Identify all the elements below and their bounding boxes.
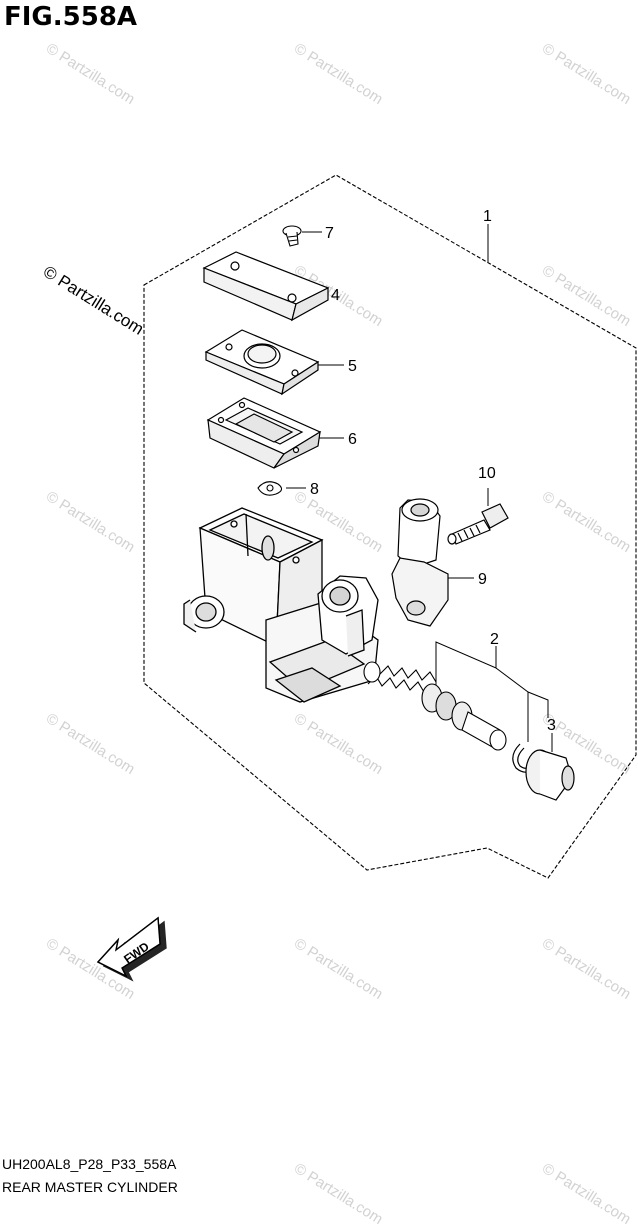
figure-title: FIG.558A xyxy=(4,2,138,32)
boot-part-3 xyxy=(525,749,575,801)
assembly-boundary xyxy=(143,174,637,879)
joint-part-9 xyxy=(391,498,449,627)
callout-1: 1 xyxy=(483,208,492,225)
diaphragm-plate-part-5 xyxy=(204,329,320,396)
callout-4: 4 xyxy=(331,287,340,304)
clip-part-8 xyxy=(257,481,283,496)
parts-diagram: FWD 1 2 3 4 5 6 7 8 9 10 xyxy=(96,174,637,982)
callout-7: 7 xyxy=(325,225,334,242)
callout-6: 6 xyxy=(348,431,357,448)
callout-2: 2 xyxy=(490,631,499,648)
callout-3: 3 xyxy=(547,717,556,734)
figure-code: UH200AL8_P28_P33_558A xyxy=(2,1156,177,1172)
fwd-arrow-icon: FWD xyxy=(96,916,167,982)
callout-10: 10 xyxy=(478,465,496,482)
reservoir-cap-part-4 xyxy=(202,251,330,322)
callout-5: 5 xyxy=(348,358,357,375)
diaphragm-part-6 xyxy=(206,397,322,469)
bolt-part-10 xyxy=(447,503,509,545)
callout-8: 8 xyxy=(310,481,319,498)
screw-part-7 xyxy=(282,225,302,247)
callout-9: 9 xyxy=(478,571,487,588)
master-cylinder-body xyxy=(183,507,379,703)
figure-subtitle: REAR MASTER CYLINDER xyxy=(2,1179,178,1195)
piston-part-2 xyxy=(363,661,507,751)
